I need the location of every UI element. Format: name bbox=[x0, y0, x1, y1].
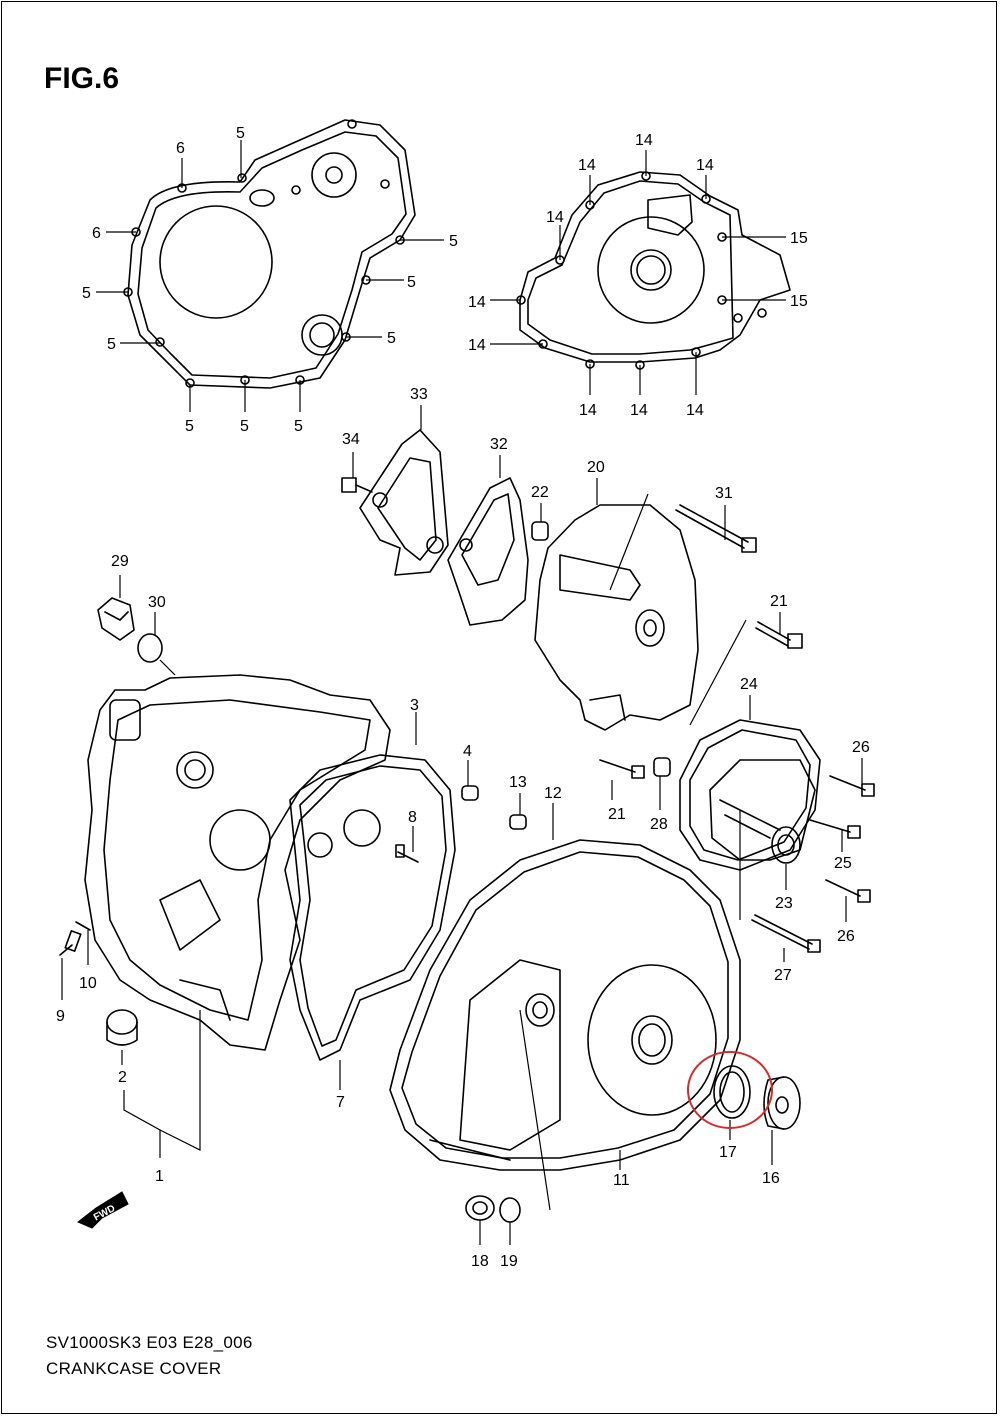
leader-lines bbox=[61, 140, 863, 1245]
bolt-part-21-lower bbox=[599, 759, 645, 779]
callout-27: 27 bbox=[774, 967, 792, 984]
callout-5: 5 bbox=[82, 285, 91, 302]
callout-14: 14 bbox=[468, 294, 486, 311]
callout-33: 33 bbox=[410, 386, 428, 403]
callout-5: 5 bbox=[185, 418, 194, 435]
callout-34: 34 bbox=[342, 431, 360, 448]
callout-23: 23 bbox=[775, 895, 793, 912]
callout-14: 14 bbox=[546, 209, 564, 226]
callout-10: 10 bbox=[79, 975, 97, 992]
callout-14: 14 bbox=[630, 402, 648, 419]
fwd-label: FWD bbox=[92, 1203, 117, 1223]
bolt-part-34 bbox=[341, 477, 373, 493]
plug-part-18 bbox=[465, 1195, 495, 1221]
fwd-direction-badge: FWD bbox=[77, 1191, 129, 1229]
callout-26: 26 bbox=[852, 739, 870, 756]
dowel-part-13 bbox=[509, 814, 527, 830]
callout-18: 18 bbox=[471, 1253, 489, 1270]
washer-part-10 bbox=[75, 921, 91, 931]
crankcase-part-1 bbox=[84, 674, 391, 1051]
bolt-part-27 bbox=[751, 914, 821, 953]
callout-2: 2 bbox=[118, 1069, 127, 1086]
callout-29: 29 bbox=[111, 553, 129, 570]
bolt-part-21-upper bbox=[755, 621, 803, 649]
highlight-circle bbox=[687, 1051, 773, 1129]
callout-15: 15 bbox=[790, 230, 808, 247]
dowel-part-4 bbox=[461, 785, 479, 801]
callout-5: 5 bbox=[387, 330, 396, 347]
callout-5: 5 bbox=[240, 418, 249, 435]
crankcase-cover-part-11 bbox=[389, 839, 741, 1171]
callout-28: 28 bbox=[650, 816, 668, 833]
callout-16: 16 bbox=[762, 1170, 780, 1187]
bolt-part-8 bbox=[395, 844, 419, 863]
water-pump-gasket-part-24 bbox=[679, 719, 821, 871]
callout-1: 1 bbox=[155, 1168, 164, 1185]
callout-4: 4 bbox=[463, 743, 472, 760]
callout-5: 5 bbox=[407, 274, 416, 291]
callout-9: 9 bbox=[56, 1008, 65, 1025]
bolt-part-9 bbox=[59, 930, 82, 956]
callout-19: 19 bbox=[500, 1253, 518, 1270]
oring-part-17 bbox=[713, 1065, 751, 1119]
model-code: SV1000SK3 E03 E28_006 bbox=[46, 1333, 253, 1352]
callout-13: 13 bbox=[509, 774, 527, 791]
callout-20: 20 bbox=[587, 459, 605, 476]
callout-5: 5 bbox=[107, 336, 116, 353]
callout-21: 21 bbox=[770, 593, 788, 610]
washer-part-19 bbox=[499, 1197, 521, 1223]
callout-25: 25 bbox=[834, 855, 852, 872]
callout-15: 15 bbox=[790, 293, 808, 310]
cap-part-16 bbox=[763, 1076, 801, 1130]
section-name: CRANKCASE COVER bbox=[46, 1359, 222, 1378]
callout-14: 14 bbox=[468, 337, 486, 354]
callout-11: 11 bbox=[613, 1172, 630, 1189]
bolt-part-26-lower bbox=[825, 879, 871, 903]
callout-5: 5 bbox=[294, 418, 303, 435]
callout-8: 8 bbox=[408, 809, 417, 826]
plate-part-33 bbox=[359, 429, 449, 576]
callout-6: 6 bbox=[176, 140, 185, 157]
callout-26: 26 bbox=[837, 928, 855, 945]
callout-7: 7 bbox=[336, 1094, 345, 1111]
callout-5: 5 bbox=[449, 233, 458, 250]
callout-32: 32 bbox=[490, 436, 508, 453]
callout-30: 30 bbox=[148, 594, 166, 611]
water-pump-cover-part-23 bbox=[709, 759, 816, 864]
dowel-part-28 bbox=[653, 757, 671, 777]
callout-21: 21 bbox=[608, 806, 626, 823]
callout-22: 22 bbox=[531, 484, 549, 501]
oring-part-30 bbox=[137, 633, 163, 663]
callout-14: 14 bbox=[578, 157, 596, 174]
callout-24: 24 bbox=[740, 676, 758, 693]
cover-gasket-top-right bbox=[516, 171, 791, 370]
figure-title: FIG.6 bbox=[44, 62, 120, 95]
callout-numbers: 6 5 6 5 5 5 5 5 5 5 5 14 14 14 14 15 14 … bbox=[56, 125, 870, 1270]
plate-part-32 bbox=[447, 477, 529, 626]
cover-gasket-top-left bbox=[123, 119, 416, 389]
callout-14: 14 bbox=[696, 157, 714, 174]
callout-14: 14 bbox=[635, 132, 653, 149]
callout-14: 14 bbox=[579, 402, 597, 419]
callout-17: 17 bbox=[719, 1144, 737, 1161]
callout-31: 31 bbox=[715, 485, 733, 502]
callout-14: 14 bbox=[686, 402, 704, 419]
callout-5: 5 bbox=[236, 125, 245, 142]
dowel-part-22 bbox=[531, 521, 549, 541]
callout-6: 6 bbox=[92, 225, 101, 242]
bolt-part-31 bbox=[675, 504, 757, 553]
gasket-part-3 bbox=[289, 754, 456, 1061]
plug-part-2 bbox=[106, 1009, 138, 1046]
oil-filler-cap-part-29 bbox=[97, 597, 135, 641]
bolt-part-25 bbox=[809, 819, 861, 839]
bolt-part-26-upper bbox=[829, 775, 875, 797]
sprocket-cover-part-20 bbox=[534, 504, 699, 731]
callout-3: 3 bbox=[410, 697, 419, 714]
callout-12: 12 bbox=[544, 785, 562, 802]
